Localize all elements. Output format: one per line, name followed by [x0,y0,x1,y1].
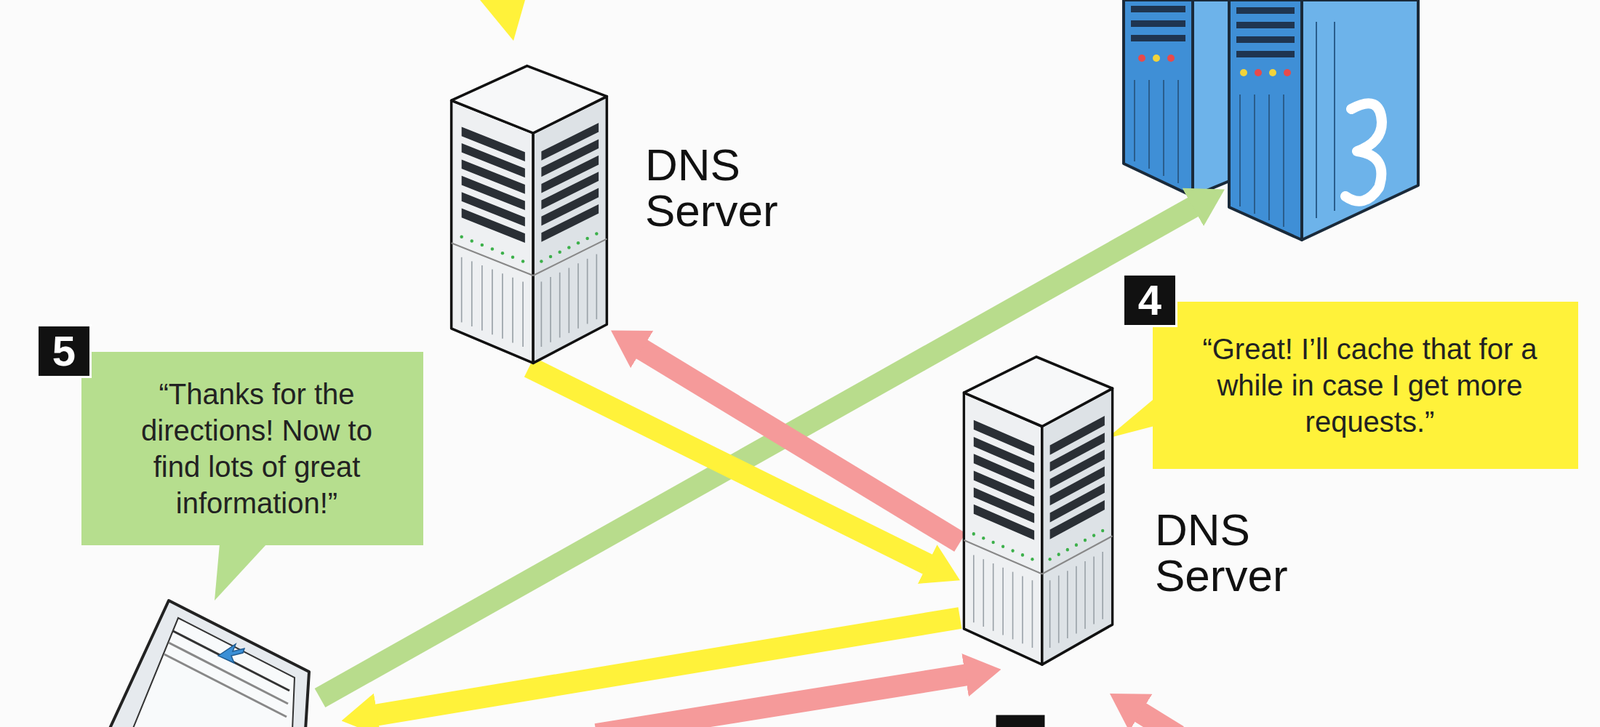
node-label: DNS Server [645,141,835,234]
speech-callout: “Great! I’ll cache that for a while in c… [1152,301,1579,470]
callout-tail [1106,396,1158,448]
reply-arrow [370,618,960,717]
query-arrow [596,674,973,727]
server-outline [447,61,611,368]
speech-callout: “Thanks for the directions! Now to find … [81,352,424,546]
callout-text: “Great! I’ll cache that for a while in c… [1186,330,1554,440]
callout-text: “Thanks for the directions! Now to find … [114,376,399,522]
callout-tail [208,544,275,603]
dns-server: DNS Server [960,352,1117,670]
node-label: DNS Server [1154,506,1344,599]
server-outline [960,352,1117,670]
web-server [1123,0,1419,240]
callout-number: 5 [36,324,92,379]
query-arrow [1134,709,1179,727]
laptop [109,600,310,727]
callout-tail [480,0,526,41]
dns-server: DNS Server [447,61,611,368]
callout-number [994,714,1046,727]
callout-number: 4 [1122,273,1178,328]
connector-arrow [635,345,960,543]
